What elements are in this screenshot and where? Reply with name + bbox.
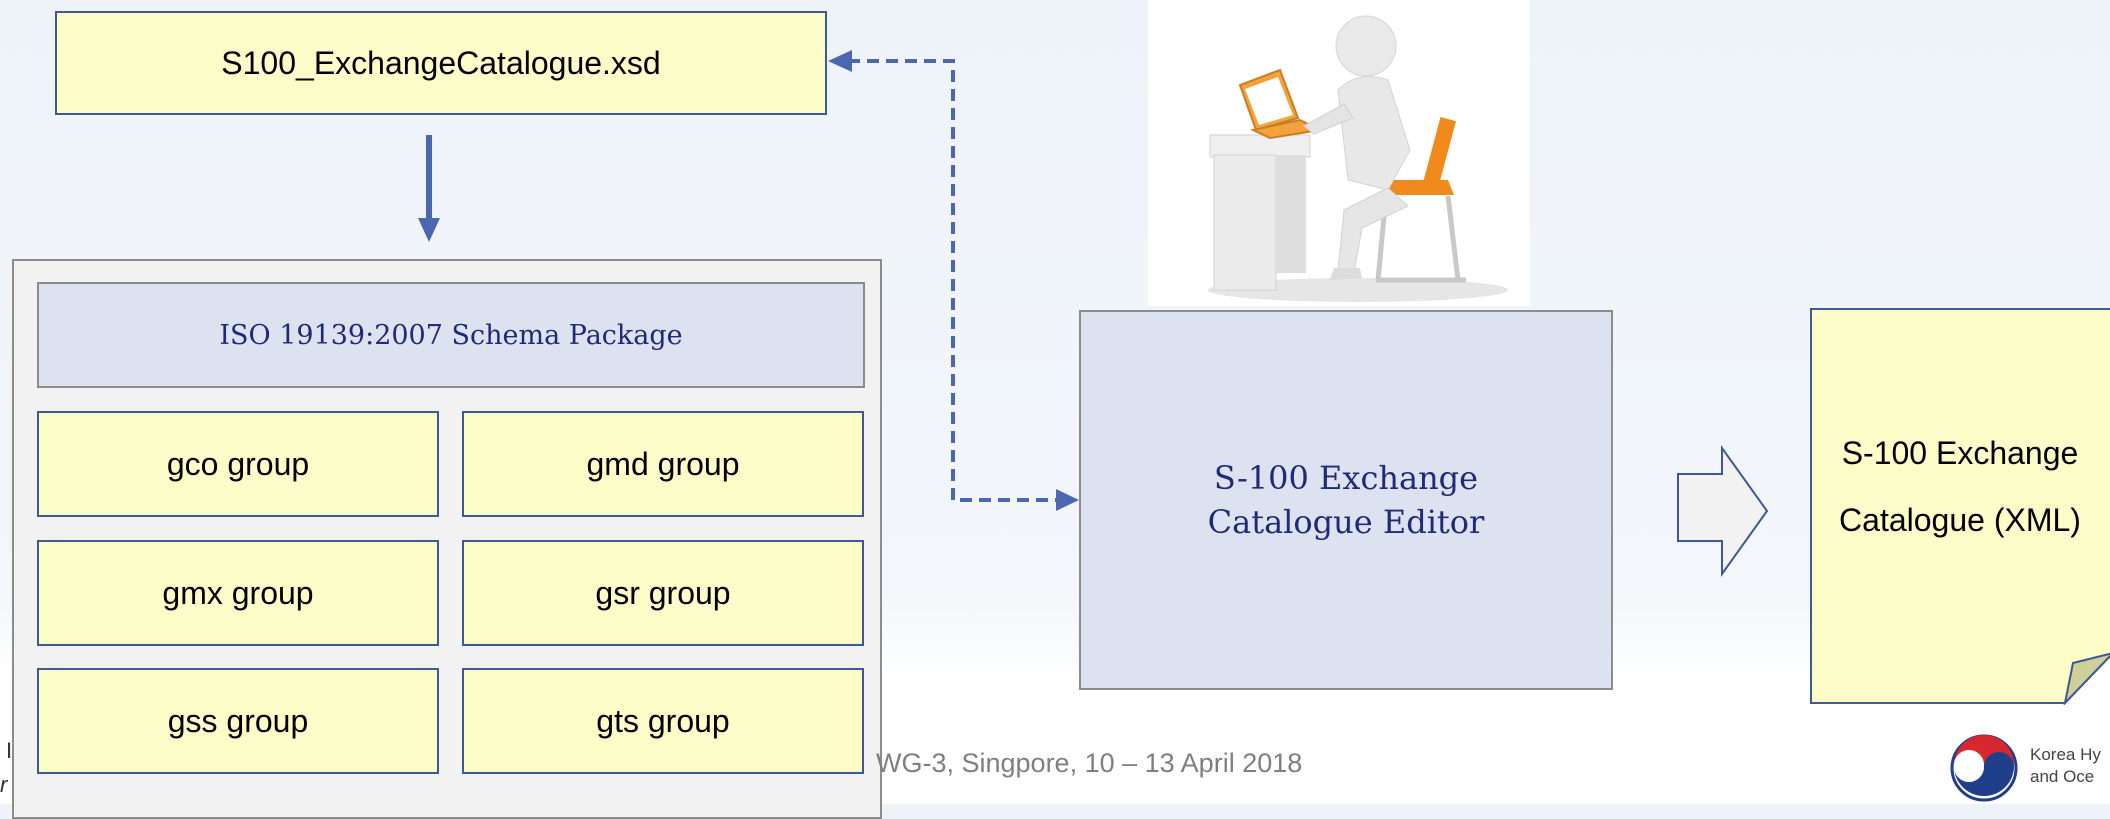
output-label-line1: S-100 Exchange <box>1841 435 2079 471</box>
logo-text-line1: Korea Hy <box>2030 745 2101 764</box>
khoa-logo-icon <box>1950 734 2018 802</box>
footer-meeting-text: WG-3, Singpore, 10 – 13 April 2018 <box>876 748 1303 778</box>
person-at-laptop-illustration <box>1208 15 1508 302</box>
schema-file-label: S100_ExchangeCatalogue.xsd <box>221 44 661 81</box>
group-box-gsr: gsr group <box>462 540 864 646</box>
footer-left-fragment-2: r <box>0 772 8 797</box>
xml-document-label: S-100 Exchange Catalogue (XML) <box>1810 420 2110 554</box>
editor-to-output-block-arrow <box>1677 444 1769 578</box>
group-label: gmx group <box>162 574 314 611</box>
xml-document-shape <box>1810 308 2110 705</box>
group-box-gco: gco group <box>37 411 439 517</box>
group-label: gts group <box>596 702 730 739</box>
organization-logo-text: Korea Hy and Oce <box>2030 744 2101 788</box>
catalogue-editor-box: S-100 Exchange Catalogue Editor <box>1079 310 1613 690</box>
group-box-gss: gss group <box>37 668 439 774</box>
output-label-line2: Catalogue (XML) <box>1839 502 2081 538</box>
group-label: gmd group <box>586 445 740 482</box>
group-label: gss group <box>167 702 309 739</box>
group-box-gmd: gmd group <box>462 411 864 517</box>
group-box-gmx: gmx group <box>37 540 439 646</box>
group-box-gts: gts group <box>462 668 864 774</box>
schema-package-title: ISO 19139:2007 Schema Package <box>219 319 683 351</box>
footer-left-fragment: I <box>6 738 13 763</box>
group-label: gco group <box>166 445 310 482</box>
schema-package-title-box: ISO 19139:2007 Schema Package <box>37 282 865 388</box>
logo-text-line2: and Oce <box>2030 767 2095 786</box>
editor-label-line1: S-100 Exchange <box>1213 459 1479 497</box>
editor-label-line2: Catalogue Editor <box>1207 503 1485 541</box>
group-label: gsr group <box>595 574 731 611</box>
editor-schema-dashed-link <box>848 59 1060 502</box>
schema-file-box: S100_ExchangeCatalogue.xsd <box>55 11 827 115</box>
